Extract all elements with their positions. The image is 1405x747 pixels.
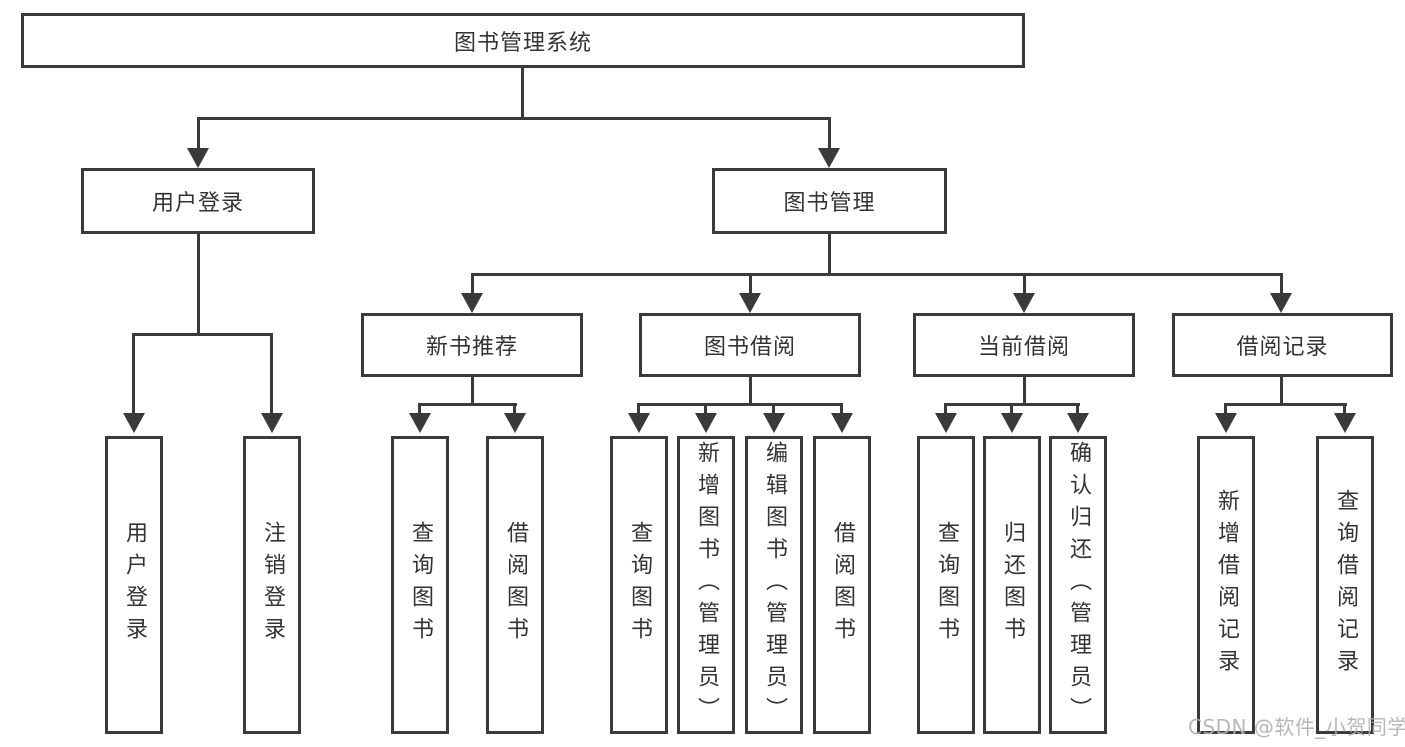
node-label: 查询图书	[408, 521, 433, 649]
arrowhead-down	[763, 413, 785, 433]
arrowhead-down	[818, 148, 840, 168]
connector-line	[1224, 403, 1347, 406]
connector-line	[772, 405, 775, 415]
arrowhead-down	[1013, 293, 1035, 313]
arrowhead-down	[695, 413, 717, 433]
connector-line	[270, 335, 273, 415]
node-label: 图书管理	[783, 191, 876, 216]
connector-line	[1010, 405, 1013, 415]
node-label: 当前借阅	[977, 335, 1070, 360]
connector-line	[1023, 275, 1026, 295]
connector-line	[132, 335, 135, 415]
node-book-borrowing: 图书借阅	[639, 313, 861, 377]
leaf-add-books-admin: 新增图书（管理员）	[677, 436, 735, 734]
connector-line	[471, 375, 474, 405]
connector-line	[197, 232, 200, 335]
arrowhead-down	[123, 413, 145, 433]
arrowhead-down	[461, 293, 483, 313]
node-label: 用户登录	[122, 521, 147, 649]
connector-line	[1280, 375, 1283, 405]
connector-line	[1076, 405, 1079, 415]
connector-line	[471, 273, 1283, 276]
leaf-query-books-borrowing: 查询图书	[610, 436, 668, 734]
connector-line	[132, 333, 273, 336]
node-label: 查询图书	[934, 521, 959, 649]
node-label: 查询图书	[627, 521, 652, 649]
arrowhead-down	[187, 148, 209, 168]
connector-line	[828, 119, 831, 150]
leaf-edit-books-admin: 编辑图书（管理员）	[745, 436, 803, 734]
node-label: 注销登录	[260, 521, 285, 649]
node-library-management-system: 图书管理系统	[21, 13, 1025, 68]
node-label: 新书推荐	[425, 335, 518, 360]
leaf-query-books-recommend: 查询图书	[391, 436, 449, 734]
node-label: 借阅记录	[1236, 335, 1329, 360]
leaf-confirm-return-admin: 确认归还（管理员）	[1049, 436, 1107, 734]
node-user-login: 用户登录	[81, 168, 315, 234]
connector-line	[1343, 405, 1346, 415]
connector-line	[521, 66, 524, 119]
leaf-query-borrow-record: 查询借阅记录	[1316, 436, 1374, 734]
connector-line	[944, 403, 1080, 406]
node-borrowing-records: 借阅记录	[1172, 313, 1393, 377]
connector-line	[749, 275, 752, 295]
connector-line	[1023, 375, 1026, 405]
arrowhead-down	[261, 413, 283, 433]
connector-line	[637, 403, 843, 406]
arrowhead-down	[1334, 413, 1356, 433]
leaf-return-books: 归还图书	[983, 436, 1041, 734]
connector-line	[418, 403, 517, 406]
arrowhead-down	[739, 293, 761, 313]
leaf-add-borrow-record: 新增借阅记录	[1197, 436, 1255, 734]
arrowhead-down	[1270, 293, 1292, 313]
connector-line	[197, 117, 831, 120]
connector-line	[704, 405, 707, 415]
csdn-watermark: CSDN @软件_小贺同学	[1188, 715, 1405, 739]
connector-line	[840, 405, 843, 415]
node-label: 借阅图书	[830, 521, 855, 649]
leaf-borrow-books-borrowing: 借阅图书	[813, 436, 871, 734]
leaf-borrow-books-recommend: 借阅图书	[486, 436, 544, 734]
connector-line	[513, 405, 516, 415]
leaf-query-books-current: 查询图书	[917, 436, 975, 734]
connector-line	[828, 231, 831, 275]
node-label: 查询借阅记录	[1333, 489, 1358, 681]
leaf-logout: 注销登录	[243, 436, 301, 734]
node-label: 借阅图书	[503, 521, 528, 649]
arrowhead-down	[1001, 413, 1023, 433]
arrowhead-down	[628, 413, 650, 433]
connector-line	[1280, 275, 1283, 295]
connector-line	[944, 405, 947, 415]
leaf-user-login: 用户登录	[105, 436, 163, 734]
connector-line	[471, 275, 474, 295]
connector-line	[637, 405, 640, 415]
node-book-management: 图书管理	[712, 168, 947, 234]
node-label: 归还图书	[1000, 521, 1025, 649]
arrowhead-down	[831, 413, 853, 433]
connector-line	[197, 119, 200, 150]
node-label: 新增借阅记录	[1214, 489, 1239, 681]
arrowhead-down	[409, 413, 431, 433]
arrowhead-down	[935, 413, 957, 433]
node-label: 确认归还（管理员）	[1066, 441, 1091, 729]
connector-line	[749, 375, 752, 405]
arrowhead-down	[1067, 413, 1089, 433]
node-label: 编辑图书（管理员）	[762, 441, 787, 729]
node-label: 新增图书（管理员）	[694, 441, 719, 729]
connector-line	[418, 405, 421, 415]
arrowhead-down	[1215, 413, 1237, 433]
node-label: 用户登录	[151, 191, 244, 216]
node-label: 图书管理系统	[453, 30, 592, 56]
node-label: 图书借阅	[703, 335, 796, 360]
node-new-book-recommendation: 新书推荐	[361, 313, 583, 377]
arrowhead-down	[504, 413, 526, 433]
node-current-borrowing: 当前借阅	[913, 313, 1135, 377]
connector-line	[1224, 405, 1227, 415]
